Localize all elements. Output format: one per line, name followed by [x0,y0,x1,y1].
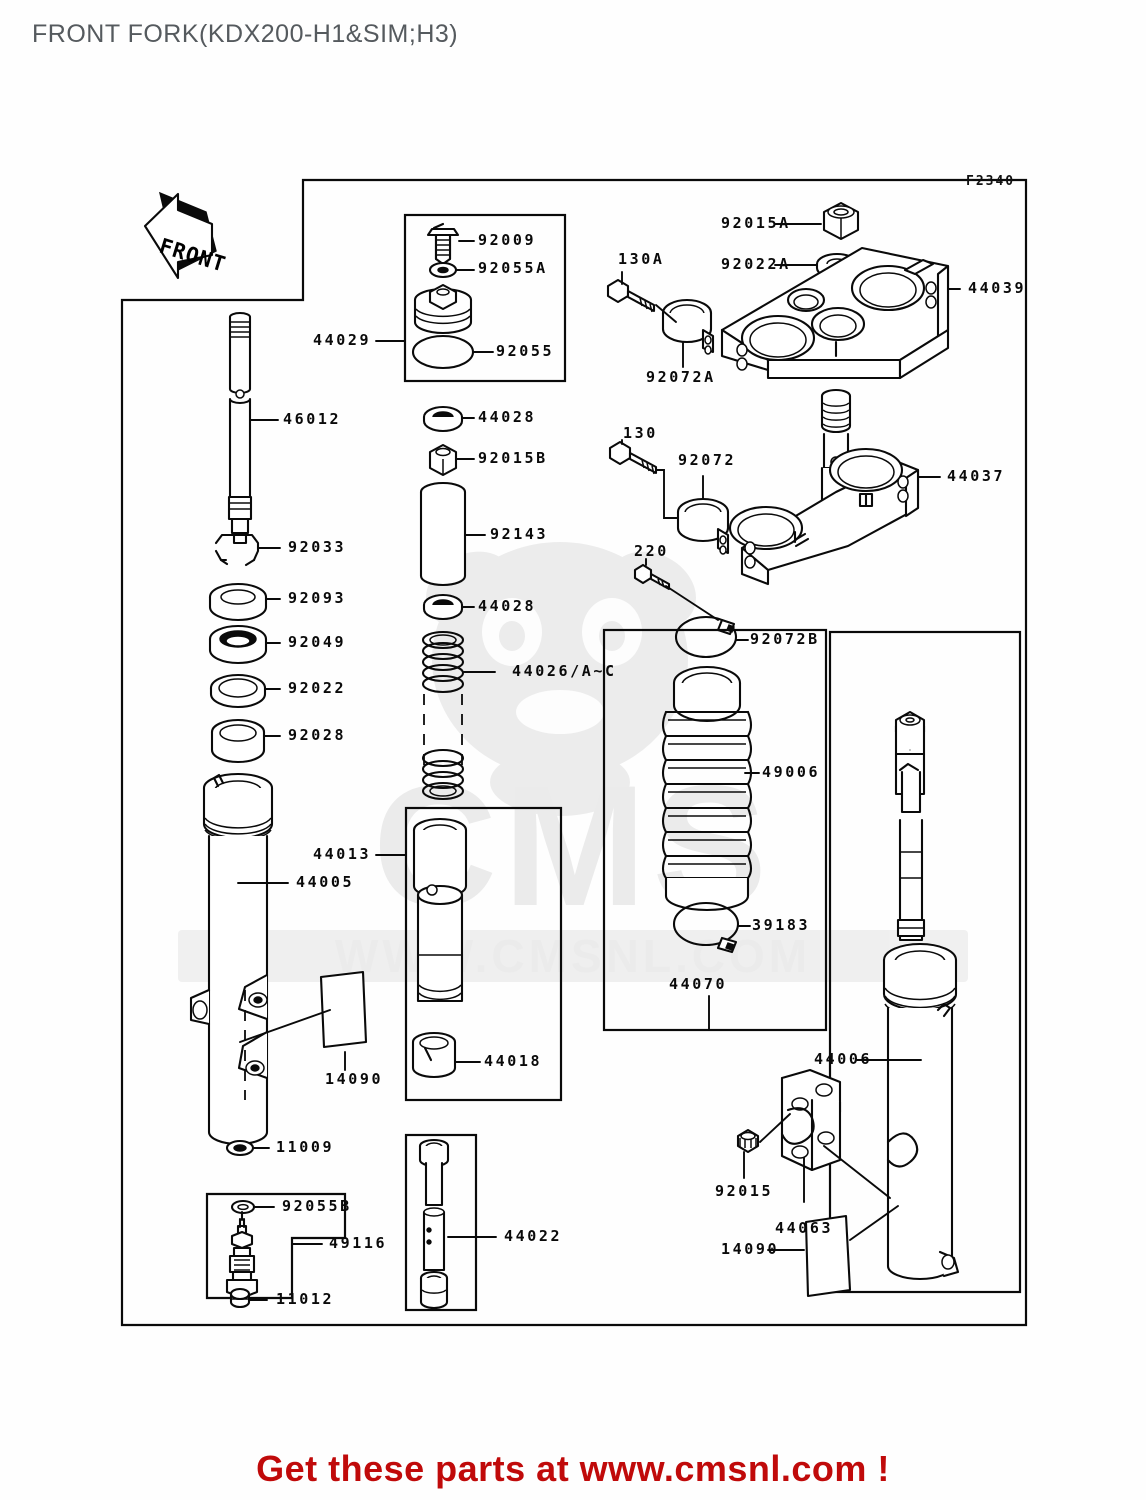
part-130A [606,278,656,313]
part-92015A [822,201,860,241]
part-92049 [208,624,268,665]
part-label-92028[interactable]: 92028 [288,726,347,744]
part-49116-valve [225,1210,259,1300]
part-44028-mid [422,593,464,621]
part-label-44026AC[interactable]: 44026/A~C [512,662,617,680]
part-92033 [214,533,260,567]
part-44006-pieces [882,710,960,1281]
part-44026-spring-bottom [421,748,465,801]
part-label-130[interactable]: 130 [623,424,658,442]
svg-text:CMS: CMS [373,750,773,942]
part-44037-lower-clamp [728,388,920,586]
part-label-44037[interactable]: 44037 [947,467,1006,485]
part-label-92072A[interactable]: 92072A [646,368,716,386]
part-label-44005[interactable]: 44005 [296,873,355,891]
part-92072A [661,298,715,355]
part-label-44063[interactable]: 44063 [775,1219,834,1237]
part-92022 [209,673,267,709]
part-label-92143[interactable]: 92143 [490,525,549,543]
svg-text:FRONT: FRONT [157,234,229,277]
part-label-49006[interactable]: 49006 [762,763,821,781]
part-label-92015B[interactable]: 92015B [478,449,548,467]
part-44022 [418,1138,450,1310]
part-39183 [672,901,740,954]
part-label-44028-top[interactable]: 44028 [478,408,537,426]
part-label-92072B[interactable]: 92072B [750,630,820,648]
part-label-92009[interactable]: 92009 [478,231,537,249]
part-label-92072[interactable]: 92072 [678,451,737,469]
part-label-44029[interactable]: 44029 [313,331,372,349]
part-44026-spring-top [421,630,465,768]
part-92072 [676,497,730,555]
front-arrow-badge: FRONT [143,191,229,280]
part-label-92015A[interactable]: 92015A [721,214,791,232]
watermark-url: WWW.CMSNL.COM [335,930,811,982]
part-label-44070[interactable]: 44070 [669,975,728,993]
part-label-11009[interactable]: 11009 [276,1138,335,1156]
part-label-92015[interactable]: 92015 [715,1182,774,1200]
part-label-92055A[interactable]: 92055A [478,259,548,277]
part-92143 [419,481,467,587]
part-label-92022A[interactable]: 92022A [721,255,791,273]
part-220 [633,563,671,591]
part-label-130A[interactable]: 130A [618,250,665,268]
part-label-92055[interactable]: 92055 [496,342,555,360]
part-label-92049[interactable]: 92049 [288,633,347,651]
part-label-39183[interactable]: 39183 [752,916,811,934]
part-label-44013[interactable]: 44013 [313,845,372,863]
part-92055 [411,334,475,370]
page-title: FRONT FORK(KDX200-H1&SIM;H3) [32,20,459,48]
part-label-44006[interactable]: 44006 [814,1050,873,1068]
part-label-44018[interactable]: 44018 [484,1052,543,1070]
part-label-44028-mid[interactable]: 44028 [478,597,537,615]
part-label-92033[interactable]: 92033 [288,538,347,556]
part-44028-top [422,405,464,433]
part-label-44039[interactable]: 44039 [968,279,1027,297]
part-49006-boot [661,665,753,912]
part-44029-cap [413,283,473,335]
part-92055B [230,1199,256,1215]
part-92015 [736,1128,760,1154]
part-label-220[interactable]: 220 [634,542,669,560]
part-44063-bracket [780,1068,842,1172]
part-44005 [189,772,274,1146]
part-label-14090-left[interactable]: 14090 [325,1070,384,1088]
part-44013 [412,817,468,1003]
part-92093 [208,582,268,622]
part-label-92022[interactable]: 92022 [288,679,347,697]
part-label-92055B[interactable]: 92055B [282,1197,352,1215]
part-label-92093[interactable]: 92093 [288,589,347,607]
part-label-46012[interactable]: 46012 [283,410,342,428]
part-92028 [210,718,266,764]
part-label-14090-right[interactable]: 14090 [721,1240,780,1258]
part-14090-left-decal [239,970,368,1071]
part-label-11012[interactable]: 11012 [276,1290,335,1308]
part-46012 [227,311,253,545]
part-92022A [815,252,859,280]
part-11012 [229,1287,251,1309]
diagram-code: F2340 [966,174,1016,189]
part-44018 [411,1031,457,1079]
part-11009 [225,1139,255,1157]
part-92015B [428,443,458,477]
part-label-44022[interactable]: 44022 [504,1227,563,1245]
part-92009 [426,222,460,266]
part-130 [608,440,658,475]
part-92072B [674,615,738,659]
footer-cta: Get these parts at www.cmsnl.com ! [256,1448,890,1489]
part-label-49116[interactable]: 49116 [329,1234,388,1252]
